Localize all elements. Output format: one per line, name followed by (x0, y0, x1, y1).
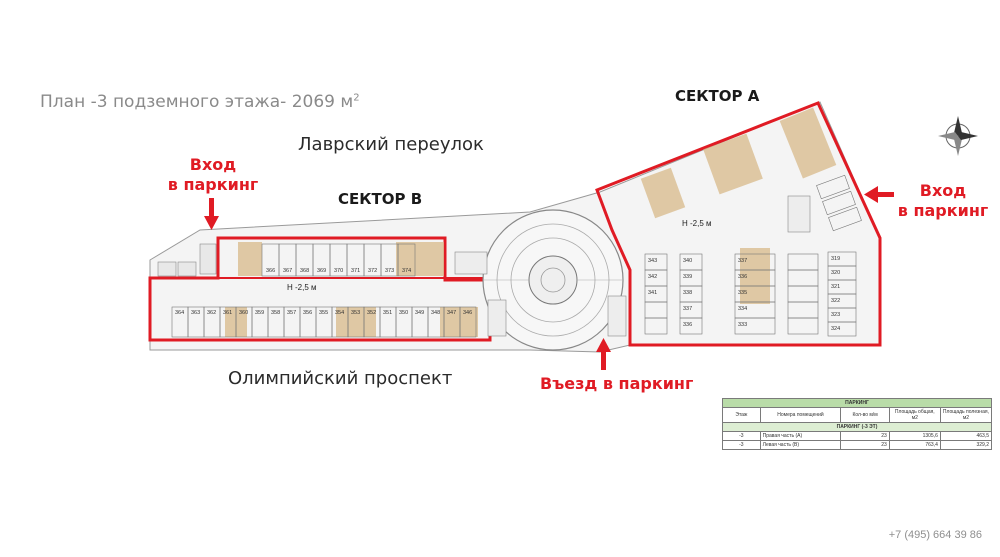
tan-block (779, 107, 837, 179)
stall-number: 368 (300, 268, 309, 274)
stall-number: 351 (383, 310, 392, 316)
stalls-a (644, 174, 862, 337)
stall-numbers-b: 366 367 368 369 370 371 372 373 374 364 … (175, 268, 472, 316)
stall-number: 337 (683, 306, 692, 312)
stall-number: 363 (191, 310, 200, 316)
stall-number: 370 (334, 268, 343, 274)
street-top: Лаврский переулок (298, 134, 484, 155)
sector-a-label: СЕКТОР А (675, 87, 760, 105)
table-title: ПАРКИНГ (722, 398, 992, 408)
stall-number: 369 (317, 268, 326, 274)
table-header: Площадь общая, м2 (888, 407, 941, 423)
stall-number: 352 (367, 310, 376, 316)
stall-number: 338 (683, 290, 692, 296)
stall-number: 337 (738, 258, 747, 264)
stalls-b-bottom (171, 306, 477, 338)
stall-number: 356 (303, 310, 312, 316)
street-bottom: Олимпийский проспект (228, 368, 453, 389)
stall-number: 342 (648, 274, 657, 280)
stall-number: 324 (831, 326, 840, 332)
stall-number: 347 (447, 310, 456, 316)
table-header: Площадь полезная, м2 (939, 407, 993, 423)
stall-number: 336 (683, 322, 692, 328)
stall-number: 323 (831, 312, 840, 318)
plan-title: План -3 подземного этажа- 2069 м2 (40, 92, 360, 112)
stall-number: 321 (831, 284, 840, 290)
red-arrow-icon (864, 186, 894, 203)
stall-number: 367 (283, 268, 292, 274)
stall-number: 353 (351, 310, 360, 316)
table-header: Номера помещений (759, 407, 842, 423)
tan-block (336, 307, 376, 337)
parking-summary-table: ПАРКИНГ Этаж Номера помещений Кол-во м/м… (722, 398, 993, 450)
table-header: Этаж (722, 407, 761, 423)
stall-number: 357 (287, 310, 296, 316)
stall-number: 359 (255, 310, 264, 316)
stall-number: 360 (239, 310, 248, 316)
stall-number: 333 (738, 322, 747, 328)
stall-number: 371 (351, 268, 360, 274)
left-entrance-area (157, 243, 217, 277)
stall-number: 346 (463, 310, 472, 316)
stall-numbers-a: 343 342 341 340 339 338 337 336 337 336 … (648, 256, 840, 332)
sector-a-outline (595, 101, 882, 347)
stall-number: 372 (368, 268, 377, 274)
red-arrow-icon (596, 338, 611, 370)
entry-bottom-label: Въезд в паркинг (540, 374, 694, 393)
height-label-left: H -2,5 м (287, 283, 317, 292)
stall-number: 341 (648, 290, 657, 296)
sector-b-label: СЕКТОР В (338, 190, 423, 208)
stall-number: 335 (738, 290, 747, 296)
red-arrow-icon (204, 198, 219, 230)
compass-rose-icon (938, 116, 978, 156)
stall-number: 362 (207, 310, 216, 316)
stall-number: 348 (431, 310, 440, 316)
stall-number: 334 (738, 306, 747, 312)
stall-number: 343 (648, 258, 657, 264)
tan-block (640, 167, 686, 219)
table-row: -3 Правая часть (А) 23 1305,6 463,5 (722, 431, 993, 441)
tan-block (440, 307, 478, 337)
stall-number: 355 (319, 310, 328, 316)
stall-number: 350 (399, 310, 408, 316)
stall-number: 322 (831, 298, 840, 304)
stall-number: 339 (683, 274, 692, 280)
tan-block (740, 248, 770, 304)
tan-block (703, 133, 763, 195)
table-header: Кол-во м/м (840, 407, 890, 423)
stall-number: 366 (266, 268, 275, 274)
stall-number: 320 (831, 270, 840, 276)
stall-number: 373 (385, 268, 394, 274)
tan-block (238, 242, 262, 276)
stall-number: 374 (402, 268, 411, 274)
stall-number: 358 (271, 310, 280, 316)
stall-number: 319 (831, 256, 840, 262)
table-row: -3 Левая часть (В) 23 763,4 329,2 (722, 440, 993, 450)
circular-ramp (482, 209, 624, 351)
phone-number[interactable]: +7 (495) 664 39 86 (888, 529, 982, 541)
stall-number: 354 (335, 310, 344, 316)
stair-cores (454, 195, 811, 337)
height-label-right: H -2,5 м (682, 219, 712, 228)
stall-number: 361 (223, 310, 232, 316)
tan-block (396, 242, 444, 276)
table-header-row: Этаж Номера помещений Кол-во м/м Площадь… (722, 407, 993, 423)
stall-number: 349 (415, 310, 424, 316)
stalls-b-top (261, 243, 416, 277)
stall-number: 364 (175, 310, 184, 316)
stall-number: 336 (738, 274, 747, 280)
stall-number: 340 (683, 258, 692, 264)
table-group: ПАРКИНГ (-3 ЭТ) (722, 422, 992, 432)
